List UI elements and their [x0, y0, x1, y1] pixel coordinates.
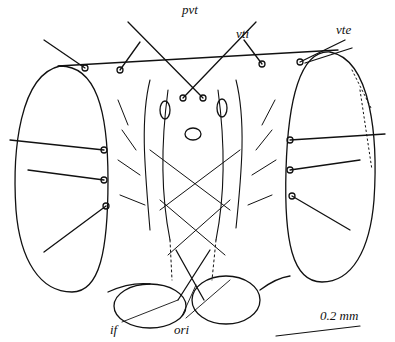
bristle-socket	[200, 95, 206, 101]
bristle-label: pvt	[180, 2, 200, 17]
ocellus	[185, 128, 201, 140]
vti-bristle	[120, 42, 140, 70]
eye-hairs	[352, 70, 372, 170]
bristle-label: if	[108, 322, 119, 337]
compound-eye	[286, 52, 375, 282]
bristle-label: vti	[234, 26, 251, 41]
scale-label: 0.2 mm	[318, 308, 360, 323]
frontal-hair	[118, 100, 276, 205]
frontal-stripe	[170, 240, 216, 280]
leader-line	[182, 280, 230, 318]
scale-bar	[276, 326, 360, 336]
vte-bristle	[300, 40, 352, 63]
ocellus	[160, 101, 170, 119]
vte-bristle	[44, 40, 85, 68]
frontal-hair	[150, 150, 240, 255]
leader-line	[122, 300, 178, 322]
vti-bristle	[244, 40, 262, 64]
bristle-label: ori	[172, 322, 191, 337]
head-outline	[58, 50, 338, 66]
antenna	[114, 284, 186, 328]
pvt-bristle	[128, 22, 256, 98]
orbital-bristle	[290, 134, 385, 230]
orbital-bristle	[10, 140, 106, 252]
head-outline	[108, 276, 290, 292]
bristle-socket	[180, 95, 186, 101]
ocellus	[217, 99, 227, 117]
bristle-label: vte	[334, 22, 353, 37]
